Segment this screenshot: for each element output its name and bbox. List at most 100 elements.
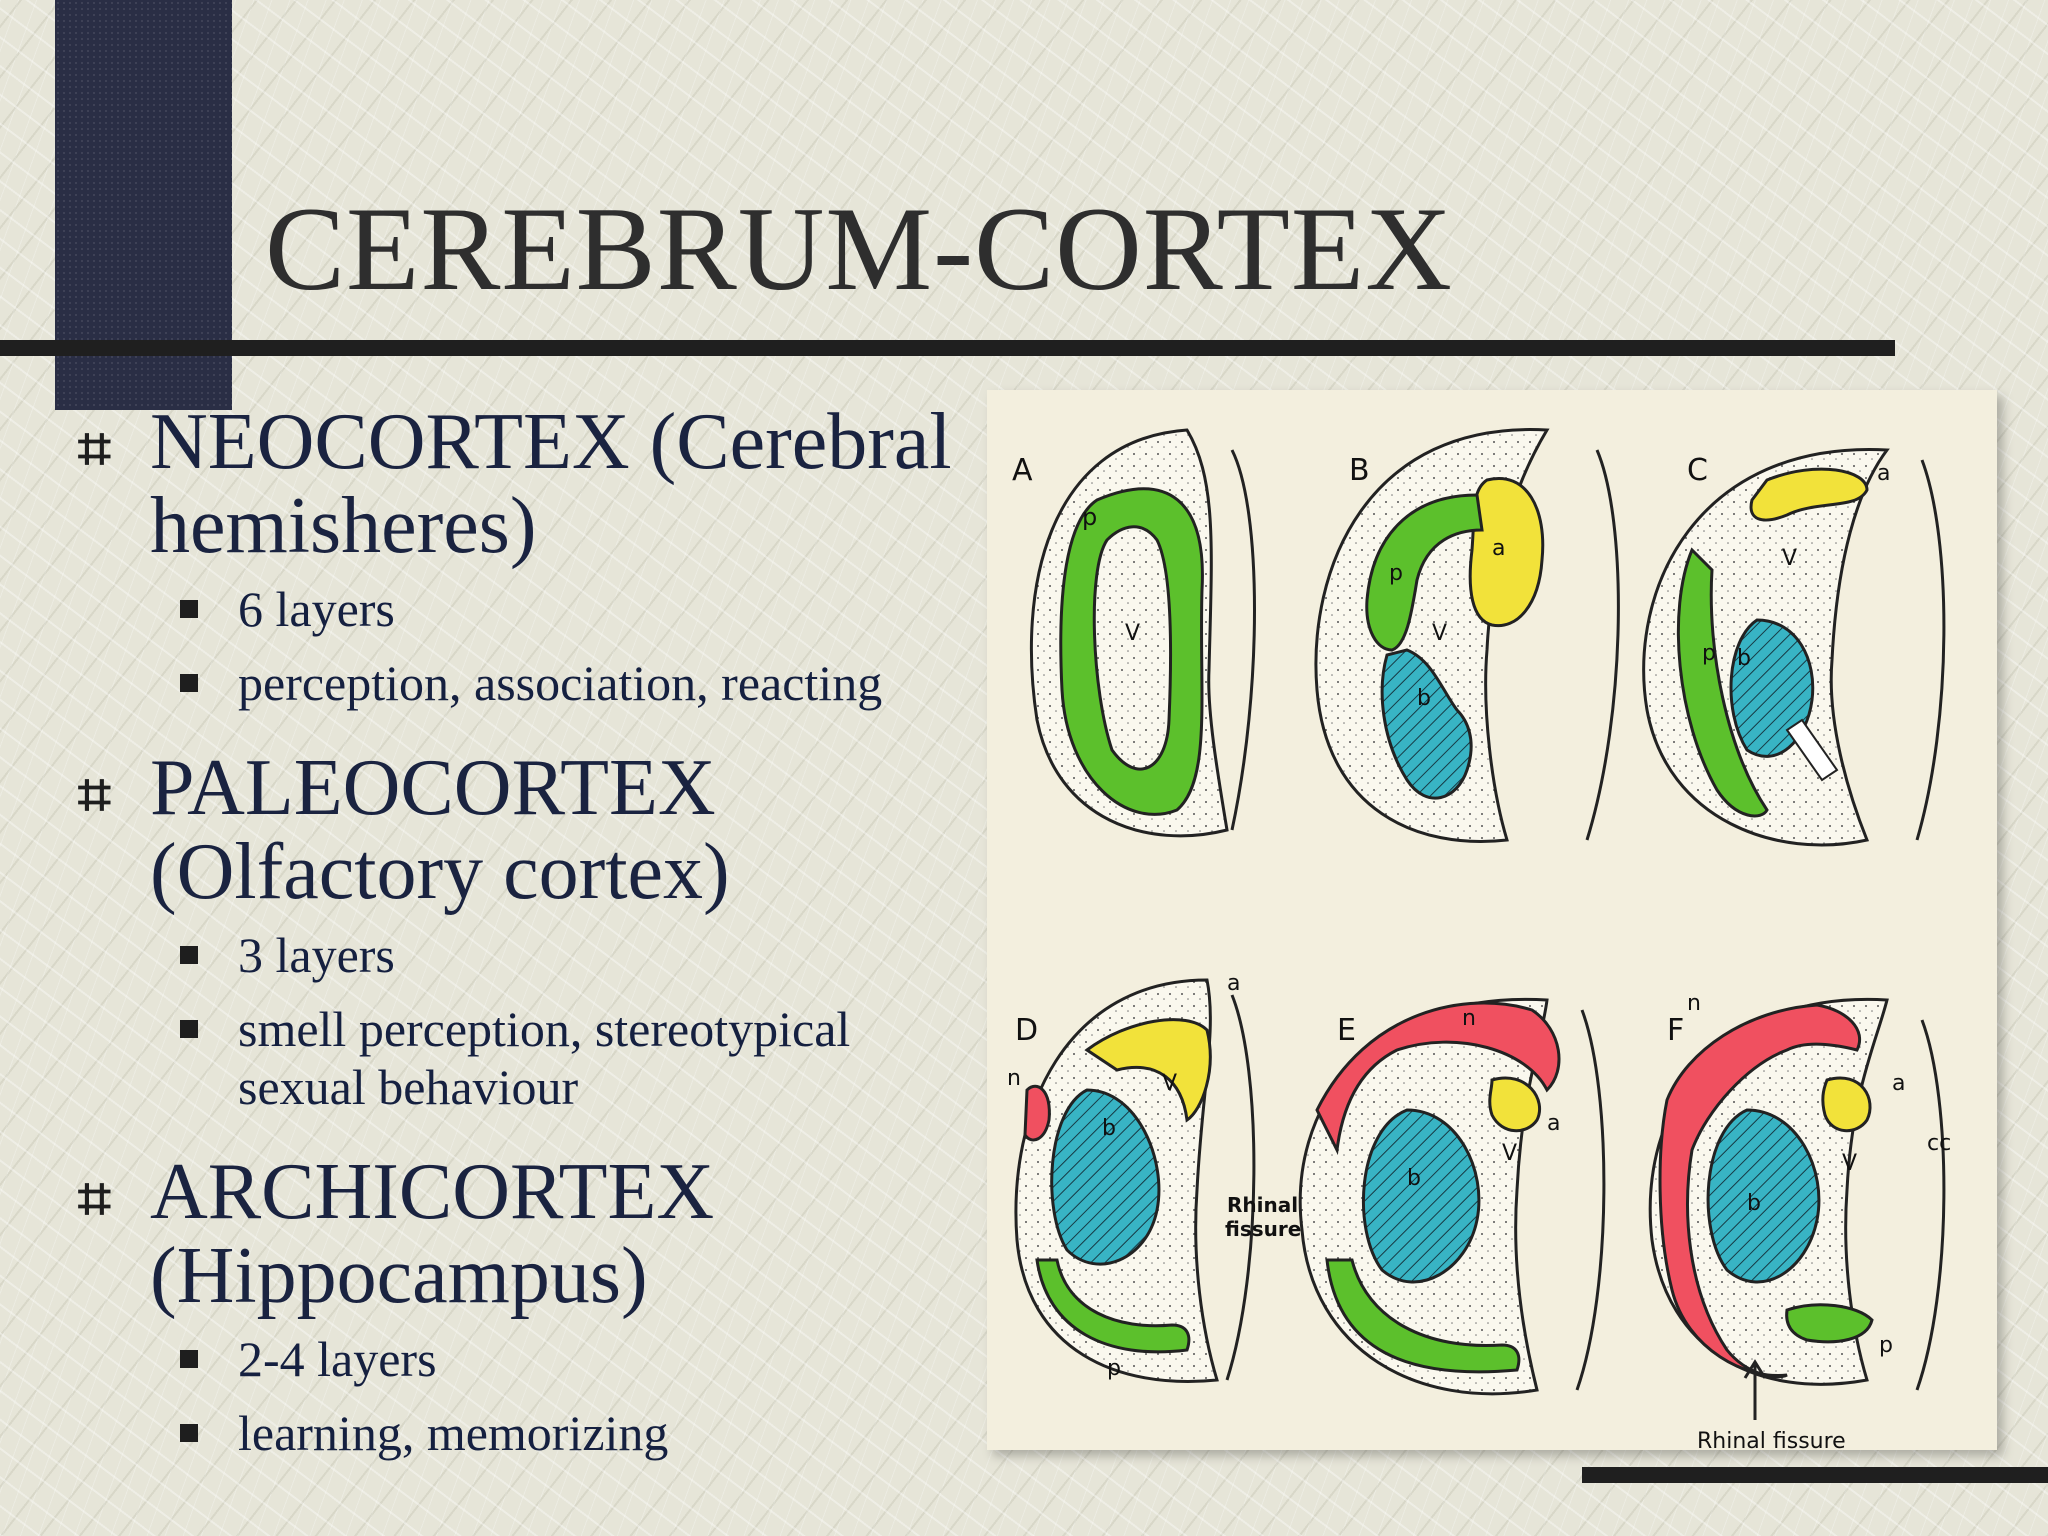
brain-development-figure: A p V B p a V b C a V b p [987,390,1997,1450]
paleocortex-region [1035,1258,1191,1354]
label-fissure: fissure [1225,1217,1301,1241]
bullet-hash-icon: ⌗ [78,414,111,482]
square-bullet-icon [180,1424,198,1442]
paleocortex-region [1676,547,1769,818]
midline-curve [1230,449,1256,831]
midline-curve [1225,994,1256,1381]
bullet-archicortex: ⌗ ARCHICORTEX (Hippocampus) [78,1150,998,1318]
bullet-paleocortex: ⌗ PALEOCORTEX (Olfactory cortex) [78,746,998,914]
label-v: V [1842,1151,1857,1176]
label-rhinal: Rhinal [1227,1193,1298,1217]
bullet-neocortex: ⌗ NEOCORTEX (Cerebral hemisheres) [78,400,998,568]
square-bullet-icon [180,1350,198,1368]
midline-curve [1915,459,1946,841]
panel-label-f: F [1667,1013,1684,1048]
label-p: p [1389,561,1403,586]
slide-title: CEREBRUM-CORTEX [265,182,1453,315]
label-a: a [1547,1111,1560,1136]
label-p: p [1879,1333,1893,1358]
sub-bullet-text: smell perception, stereotypical [238,1001,851,1057]
sub-bullet-text: sexual behaviour [238,1059,579,1115]
bullet-heading-line: (Hippocampus) [150,1232,648,1320]
panel-label-c: C [1687,453,1708,488]
panel-a [1029,428,1256,838]
label-v: V [1432,621,1447,646]
paleocortex-region [1785,1303,1874,1344]
archicortex-region [1749,467,1869,522]
archicortex-region [1821,1076,1872,1133]
neocortex-region [1315,1001,1561,1156]
bullet-heading-line: NEOCORTEX (Cerebral [150,398,952,486]
archicortex-region [1468,477,1545,628]
sub-bullet-text: perception, association, reacting [238,655,883,711]
label-b: b [1407,1166,1421,1191]
bullet-heading-line: ARCHICORTEX [150,1148,715,1236]
panel-d [1014,978,1256,1383]
sub-bullet-text: 6 layers [238,581,395,637]
label-n: n [1687,991,1701,1016]
bullet-list: ⌗ NEOCORTEX (Cerebral hemisheres) 6 laye… [78,400,998,1462]
paleocortex-region [1365,493,1484,652]
bullet-heading-line: hemisheres) [150,482,537,570]
label-rhinal-fissure: Rhinal fissure [1697,1429,1846,1450]
label-a: a [1877,461,1890,486]
label-p: p [1702,641,1716,666]
square-bullet-icon [180,674,198,692]
label-b: b [1737,646,1751,671]
bullet-hash-icon: ⌗ [78,1164,111,1232]
midline-curve [1585,449,1620,841]
label-a: a [1227,971,1240,996]
label-p: p [1107,1356,1121,1381]
label-v: V [1125,621,1140,646]
sub-bullet-text: 2-4 layers [238,1331,437,1387]
basal-ganglia-region [1380,648,1473,800]
panel-label-d: D [1015,1013,1038,1048]
bullet-heading-line: (Olfactory cortex) [150,828,730,916]
paleocortex-region [1325,1258,1521,1374]
rhinal-fissure-arrow [1743,1359,1767,1420]
square-bullet-icon [180,600,198,618]
basal-ganglia-region [1361,1108,1481,1284]
bottom-divider [1582,1467,2048,1483]
label-b: b [1417,686,1431,711]
square-bullet-icon [180,1020,198,1038]
sub-bullet: 2-4 layers [78,1330,998,1388]
label-a: a [1892,1071,1905,1096]
label-cc: cc [1927,1131,1951,1156]
panel-b [1314,428,1620,843]
neocortex-region [1658,1003,1862,1379]
label-b: b [1102,1116,1116,1141]
neocortex-region [1023,1084,1051,1142]
sub-bullet: perception, association, reacting [78,654,998,712]
label-b: b [1747,1191,1761,1216]
fiber-tract [1785,718,1839,782]
midline-curve [1575,1009,1606,1391]
paleocortex-region [1059,487,1204,816]
brain-development-diagram: A p V B p a V b C a V b p [1007,428,1951,1450]
basal-ganglia-region [1729,618,1815,758]
label-v: V [1782,546,1797,571]
label-n: n [1007,1066,1021,1091]
sub-bullet: 3 layers [78,926,998,984]
label-a: a [1492,536,1505,561]
panel-f [1648,997,1946,1420]
sub-bullet-text: learning, memorizing [238,1405,669,1461]
panel-c [1642,448,1946,847]
sub-bullet: learning, memorizing [78,1404,998,1462]
sub-bullet-text: 3 layers [238,927,395,983]
panel-label-b: B [1349,453,1370,488]
panel-label-e: E [1337,1013,1356,1048]
archicortex-region [1488,1076,1542,1133]
panel-e [1298,997,1606,1396]
label-n: n [1462,1006,1476,1031]
bullet-heading-line: PALEOCORTEX [150,744,716,832]
square-bullet-icon [180,946,198,964]
sub-bullet: smell perception, stereotypical sexual b… [78,1000,998,1116]
basal-ganglia-region [1706,1108,1821,1284]
bullet-hash-icon: ⌗ [78,760,111,828]
label-v: V [1502,1141,1517,1166]
label-v: V [1162,1071,1177,1096]
panel-label-a: A [1012,453,1033,488]
archicortex-region [1084,1018,1212,1123]
label-p: p [1082,503,1097,531]
